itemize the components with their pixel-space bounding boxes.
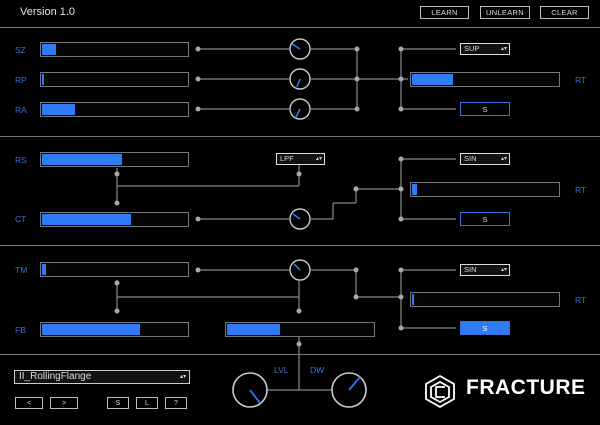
preset-name: II_RollingFlange	[19, 371, 92, 382]
chevron-updown-icon: ▴▾	[500, 46, 507, 52]
rt-slider-2[interactable]	[410, 182, 560, 197]
chevron-updown-icon: ▴▾	[179, 374, 186, 380]
fb-slider[interactable]	[40, 322, 189, 337]
next-preset-button[interactable]: >	[50, 397, 78, 409]
fb-slider-fill	[42, 324, 140, 335]
unlearn-button[interactable]: UNLEARN	[480, 6, 530, 19]
s-button-3[interactable]: S	[460, 321, 510, 335]
s-button-1[interactable]: S	[460, 102, 510, 116]
knob-ct[interactable]	[289, 208, 311, 230]
knob-lvl[interactable]	[232, 372, 268, 408]
clear-button[interactable]: CLEAR	[540, 6, 589, 19]
learn-button[interactable]: LEARN	[420, 6, 469, 19]
mix-slider-fill	[227, 324, 280, 335]
sz-slider-fill	[42, 44, 57, 55]
sz-slider[interactable]	[40, 42, 189, 57]
tm-slider-fill	[42, 264, 46, 275]
ct-slider-fill	[42, 214, 132, 225]
dw-label: DW	[310, 365, 325, 375]
divider-3	[0, 354, 600, 355]
fracture-logo-icon	[425, 374, 455, 409]
ra-slider-fill	[42, 104, 76, 115]
rt-slider-2-fill	[412, 184, 418, 195]
sz-label: SZ	[15, 45, 26, 55]
rt-slider-3-fill	[412, 294, 415, 305]
mix-slider[interactable]	[225, 322, 375, 337]
chevron-updown-icon: ▴▾	[315, 156, 322, 162]
save-preset-button[interactable]: S	[107, 397, 129, 409]
rp-label: RP	[15, 75, 27, 85]
ra-label: RA	[15, 105, 27, 115]
mode-dropdown-1[interactable]: SUP ▴▾	[460, 43, 510, 55]
rt-label-3: RT	[575, 295, 587, 305]
brand-wordmark: FRACTURE	[466, 376, 586, 399]
prev-preset-button[interactable]: <	[15, 397, 43, 409]
mode-dropdown-3[interactable]: SIN ▴▾	[460, 264, 510, 276]
ra-slider[interactable]	[40, 102, 189, 117]
rs-slider-fill	[42, 154, 123, 165]
rp-slider-fill	[42, 74, 45, 85]
mode-dropdown-1-value: SUP	[464, 44, 480, 53]
filter-dropdown[interactable]: LPF ▴▾	[276, 153, 325, 165]
load-preset-button[interactable]: L	[136, 397, 158, 409]
filter-dropdown-value: LPF	[280, 154, 294, 163]
knob-sz[interactable]	[289, 38, 311, 60]
rs-label: RS	[15, 155, 27, 165]
mode-dropdown-2[interactable]: SIN ▴▾	[460, 153, 510, 165]
mode-dropdown-2-value: SIN	[464, 154, 477, 163]
divider-2	[0, 245, 600, 246]
fb-label: FB	[15, 325, 26, 335]
tm-slider[interactable]	[40, 262, 189, 277]
s-button-2[interactable]: S	[460, 212, 510, 226]
chevron-updown-icon: ▴▾	[500, 156, 507, 162]
knob-tm[interactable]	[289, 259, 311, 281]
rt-slider-1-fill	[412, 74, 453, 85]
knob-ra[interactable]	[289, 98, 311, 120]
rt-label-2: RT	[575, 185, 587, 195]
divider-top	[0, 27, 600, 28]
chevron-updown-icon: ▴▾	[500, 267, 507, 273]
mode-dropdown-3-value: SIN	[464, 265, 477, 274]
tm-label: TM	[15, 265, 28, 275]
help-button[interactable]: ?	[165, 397, 187, 409]
preset-selector[interactable]: II_RollingFlange ▴▾	[14, 370, 190, 384]
rt-slider-1[interactable]	[410, 72, 560, 87]
lvl-label: LVL	[274, 365, 289, 375]
knob-rp[interactable]	[289, 68, 311, 90]
divider-1	[0, 136, 600, 137]
ct-slider[interactable]	[40, 212, 189, 227]
rp-slider[interactable]	[40, 72, 189, 87]
ct-label: CT	[15, 214, 27, 224]
rt-label-1: RT	[575, 75, 587, 85]
knob-dw[interactable]	[331, 372, 367, 408]
rs-slider[interactable]	[40, 152, 189, 167]
rt-slider-3[interactable]	[410, 292, 560, 307]
version-label: Version 1.0	[20, 6, 76, 18]
